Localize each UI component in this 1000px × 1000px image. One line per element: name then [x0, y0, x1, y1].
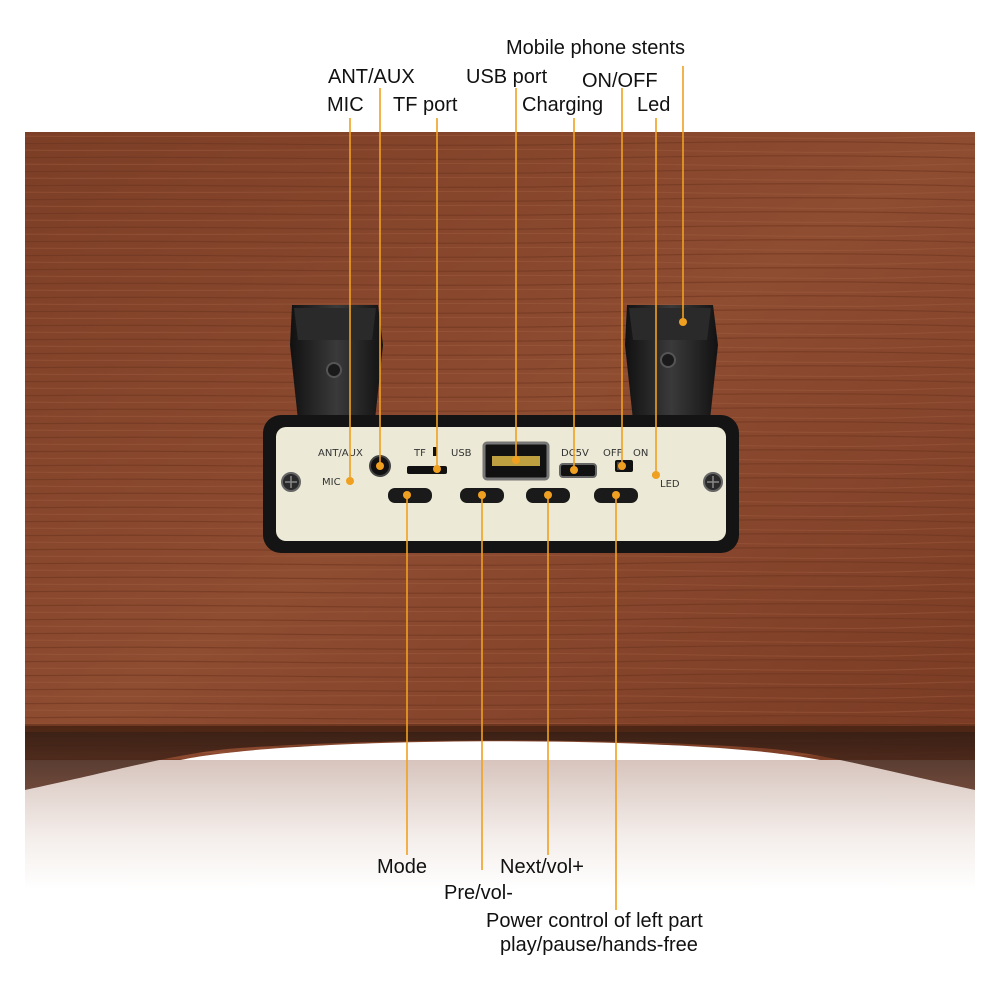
- callout-power-control: Power control of left part: [486, 910, 703, 932]
- panel-label-mic: MIC: [322, 477, 341, 488]
- callout-next-vol: Next/vol+: [500, 856, 584, 878]
- panel-label-on: ON: [633, 448, 648, 459]
- callout-ant-aux: ANT/AUX: [328, 66, 415, 88]
- callout-usb-port: USB port: [466, 66, 548, 88]
- callout-on-off: ON/OFF: [582, 70, 658, 92]
- callout-mobile-phone-stents: Mobile phone stents: [506, 37, 686, 59]
- callout-led: Led: [637, 94, 671, 116]
- panel-label-dc5v: DC5V: [561, 448, 589, 459]
- panel-label-usb: USB: [451, 448, 472, 459]
- callout-mode: Mode: [377, 856, 428, 878]
- panel-label-tf: TF: [413, 448, 426, 459]
- callout-mic: MIC: [327, 94, 364, 116]
- panel-label-off: OFF: [603, 448, 623, 459]
- panel-label-ant-aux: ANT/AUX: [318, 448, 363, 459]
- callout-play-pause: play/pause/hands-free: [500, 934, 698, 956]
- left-phone-stent: [290, 305, 383, 420]
- panel-label-led: LED: [660, 479, 680, 490]
- control-panel: ANT/AUX MIC TF USB DC5V OFF ON LED: [263, 415, 739, 553]
- leader-lines: [349, 66, 684, 910]
- leader-dots: [346, 318, 687, 499]
- right-phone-stent: [625, 305, 718, 420]
- dc-port: [559, 463, 597, 478]
- tf-slot: [407, 466, 447, 474]
- floor-reflection: [25, 760, 975, 890]
- cabinet-base: [25, 726, 975, 790]
- callout-pre-vol: Pre/vol-: [444, 882, 513, 904]
- callout-charging: Charging: [522, 94, 604, 116]
- callout-tf-port: TF port: [393, 94, 458, 116]
